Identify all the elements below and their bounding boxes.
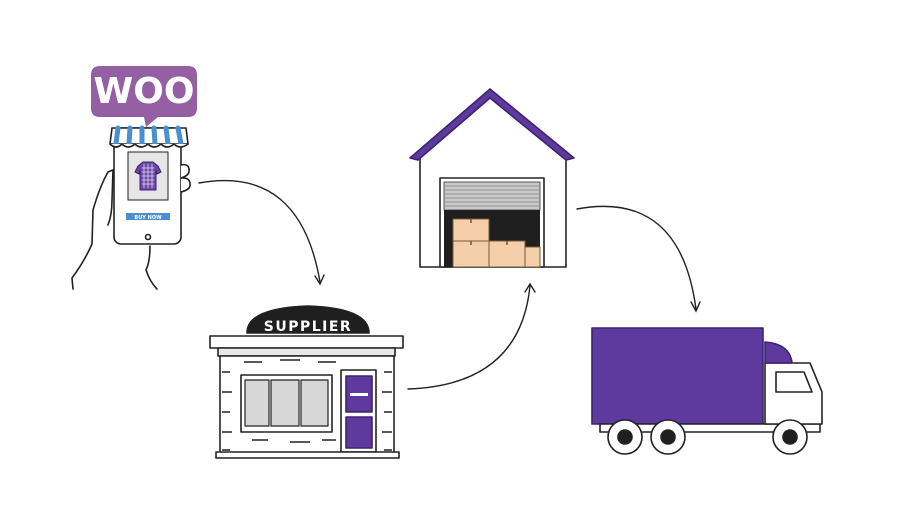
arrow-supplier-to-warehouse [407, 285, 531, 390]
arrow-head [314, 274, 325, 286]
arrow-warehouse-to-truck [576, 205, 697, 310]
supplier-sign-text: SUPPLIER [264, 319, 352, 335]
wheel-icon [607, 419, 643, 455]
woo-logo-text: WOO [94, 71, 195, 112]
buy-now-label: BUY NOW [134, 215, 162, 221]
warehouse [409, 88, 575, 268]
supplier-sign [246, 305, 370, 334]
wheel-icon [650, 419, 686, 455]
delivery-truck [591, 327, 823, 455]
hand-icon [71, 169, 158, 290]
buy-now-button[interactable] [126, 213, 170, 220]
arrow-head [690, 301, 701, 313]
flow-arrows [198, 179, 701, 390]
supplier-building: SUPPLIER [209, 305, 404, 459]
wheel-icon [772, 419, 808, 455]
woo-logo: WOO [91, 66, 197, 127]
arrow-head [524, 282, 536, 293]
arrow-phone-to-supplier [198, 179, 321, 283]
truck-cargo [591, 327, 764, 425]
customer-phone: BUY NOW [71, 125, 191, 290]
box-stack [452, 218, 541, 268]
warehouse-roof [409, 88, 575, 161]
